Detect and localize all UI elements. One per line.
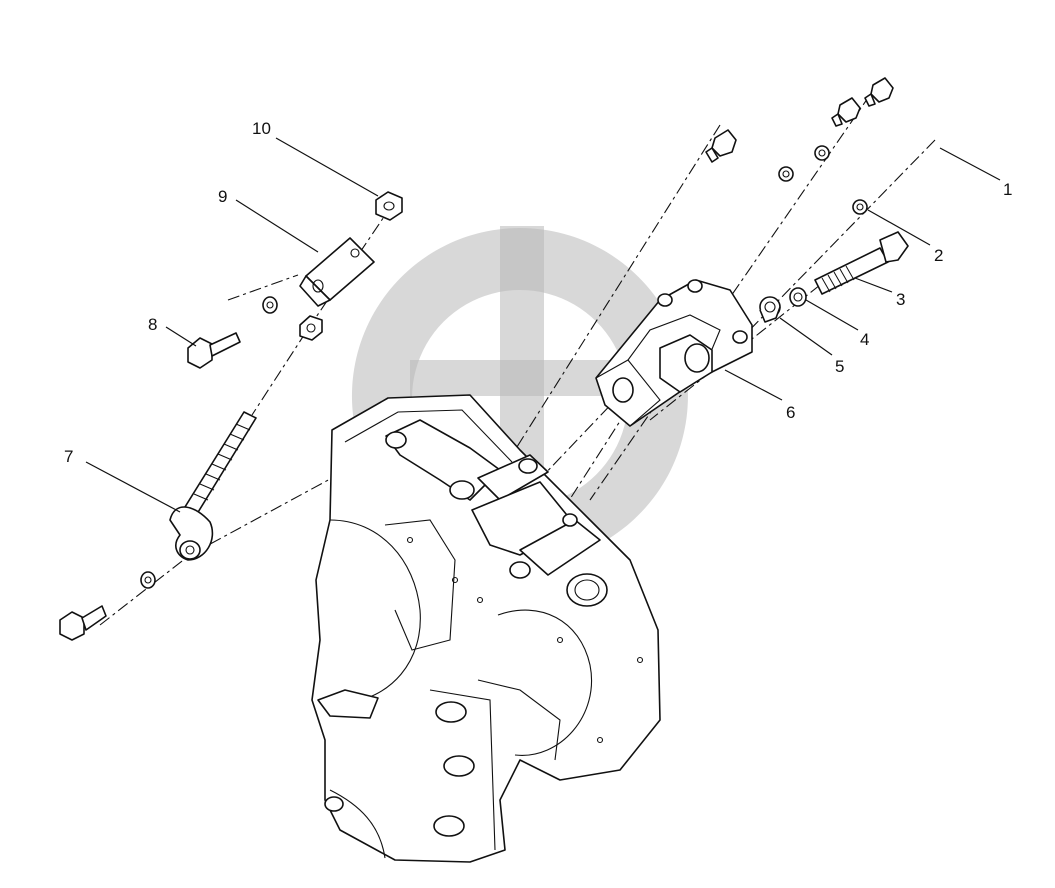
bolt-part-8 — [187, 296, 323, 369]
washer-part-2 — [778, 145, 868, 215]
callout-7: 7 — [64, 447, 73, 466]
bracket-part-6 — [595, 279, 753, 427]
leader-lines — [85, 137, 1001, 513]
washer-part-4 — [789, 287, 807, 307]
linkage-arm — [385, 419, 601, 579]
callout-3: 3 — [896, 290, 905, 309]
callout-5: 5 — [835, 357, 844, 376]
bolt-part-1 — [705, 77, 894, 163]
bushing-part-5 — [759, 296, 781, 323]
callout-10: 10 — [252, 119, 271, 138]
bolt-part-3 — [814, 231, 909, 295]
callout-6: 6 — [786, 403, 795, 422]
callout-2: 2 — [934, 246, 943, 265]
callouts: 1 2 3 4 5 6 7 8 9 10 — [64, 119, 1012, 466]
callout-4: 4 — [860, 330, 869, 349]
gear-housing — [311, 394, 661, 863]
bolt-lower-left — [59, 571, 156, 641]
clamp-block-part-9 — [299, 237, 375, 307]
callout-1: 1 — [1003, 180, 1012, 199]
callout-8: 8 — [148, 315, 157, 334]
callout-9: 9 — [218, 187, 227, 206]
threaded-rod-part-7 — [169, 411, 257, 561]
nut-part-10 — [375, 191, 403, 221]
